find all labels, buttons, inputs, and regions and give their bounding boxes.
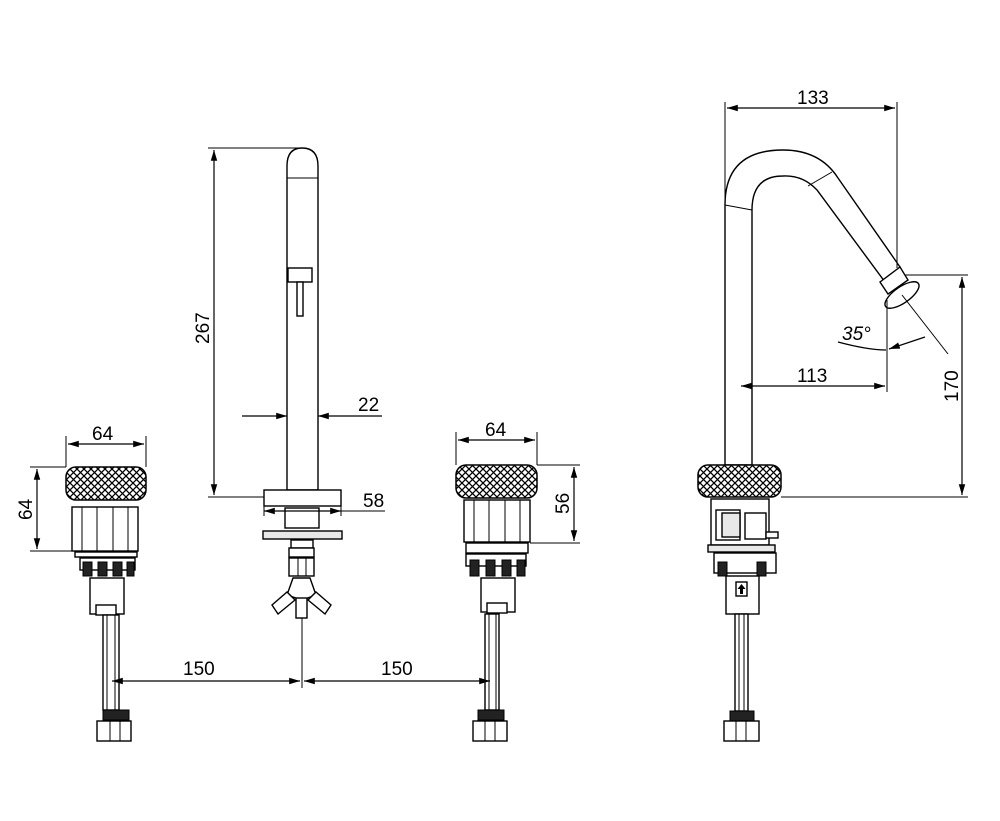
left-handle-dims: 64 64 — [16, 424, 147, 552]
center-spout-dims: 267 22 58 — [193, 147, 385, 516]
side-view-dims: 133 113 170 35° — [724, 88, 968, 498]
dim-spacing-right: 150 — [381, 659, 413, 680]
side-knob — [697, 464, 782, 498]
dim-spout-diameter: 22 — [358, 395, 379, 416]
dim-right-knob-width: 64 — [485, 420, 507, 441]
center-spout — [262, 147, 343, 619]
dim-left-knob-width: 64 — [92, 424, 114, 445]
dim-spout-base-width: 58 — [363, 491, 384, 512]
right-handle — [455, 464, 538, 742]
right-knob — [455, 464, 538, 499]
dim-spout-height: 267 — [193, 312, 214, 344]
dim-left-knob-height: 64 — [16, 498, 37, 520]
dim-spacing-left: 150 — [183, 659, 215, 680]
dim-right-knob-height: 56 — [553, 493, 574, 514]
spacing-dims: 150 150 — [112, 618, 490, 688]
dim-side-reach: 133 — [797, 88, 829, 109]
side-view-faucet — [697, 149, 949, 742]
dim-side-outlet-reach: 113 — [797, 366, 827, 387]
dim-outlet-angle: 35° — [842, 324, 871, 345]
left-knob — [65, 466, 147, 501]
right-handle-dims: 64 56 — [455, 420, 580, 544]
dim-side-outlet-height: 170 — [942, 370, 963, 402]
left-handle — [65, 466, 147, 742]
